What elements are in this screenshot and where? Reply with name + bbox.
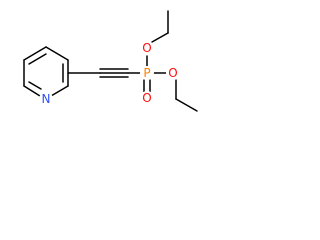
atom-o-bottom: O — [140, 91, 154, 105]
ethoxy-top-bond — [151, 32, 169, 43]
atom-o-right: O — [166, 66, 180, 80]
atom-label: O — [142, 41, 151, 55]
ethoxy-right-bond — [175, 98, 198, 112]
ring-bond — [45, 46, 69, 61]
ring-double-bond — [28, 53, 47, 65]
pyridine-ring — [23, 46, 69, 97]
atom-n: N — [39, 92, 53, 106]
ring-double-bond — [28, 81, 42, 90]
ring-bond — [50, 85, 69, 97]
atom-o-top: O — [140, 41, 154, 55]
atom-p: P — [140, 66, 154, 80]
ring-bond — [23, 46, 47, 61]
triple-bond — [99, 68, 129, 78]
atom-label: O — [142, 91, 151, 105]
atom-label: P — [143, 66, 150, 80]
chemical-structure: N P O O O — [23, 10, 198, 112]
ring-bond — [23, 85, 41, 97]
atom-label: N — [42, 92, 51, 106]
atom-label: O — [168, 66, 177, 80]
